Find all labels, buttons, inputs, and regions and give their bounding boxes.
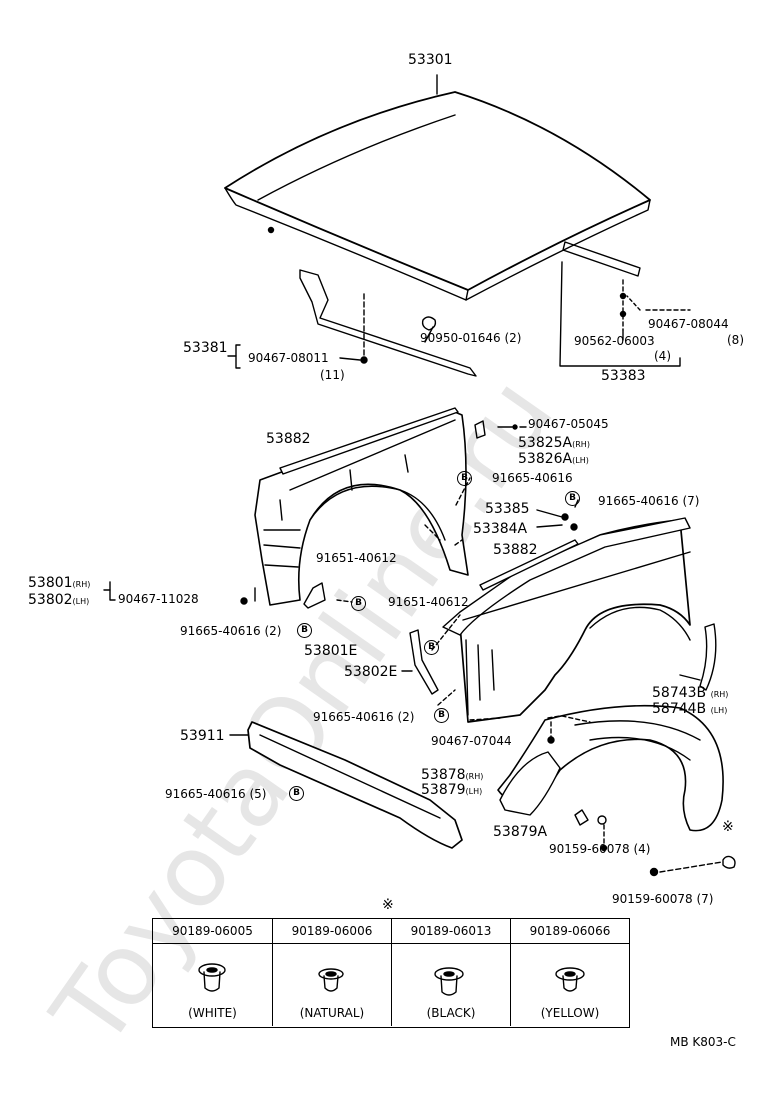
table-color: (NATURAL) <box>299 1006 365 1020</box>
hood-bumper-dot <box>267 226 275 234</box>
label-91665-40616-a: 91665-40616 <box>492 471 573 485</box>
label-53381: 53381 <box>183 340 228 356</box>
label-91651-40612-a: 91651-40612 <box>316 551 397 565</box>
table-color: (YELLOW) <box>540 1006 600 1020</box>
label-58743B: 58743B (RH) <box>652 685 729 701</box>
label-90950-01646: 90950-01646 (2) <box>420 331 522 345</box>
b-marker: B <box>289 786 304 801</box>
table-part-number: 90189-06005 <box>153 919 272 944</box>
label-90467-08011: 90467-08011 <box>248 351 329 365</box>
table-ref-mark: ※ <box>382 897 394 913</box>
seal-53802E <box>409 629 439 695</box>
fender-seal-top <box>279 407 459 475</box>
b-marker: B <box>424 640 439 655</box>
label-53802E: 53802E <box>344 664 398 680</box>
label-53385: 53385 <box>485 501 530 517</box>
label-90159-60078-7: 90159-60078 (7) <box>612 892 714 906</box>
label-90467-07044: 90467-07044 <box>431 734 512 748</box>
label-91651-40612-b: 91651-40612 <box>388 595 469 609</box>
clip-color-table: 90189-06005 (WHITE) 90189-06006 (NATURAL… <box>152 918 630 1028</box>
label-90562-qty: (4) <box>654 349 671 363</box>
clip-yellow <box>555 967 585 992</box>
table-color: (WHITE) <box>188 1006 237 1020</box>
label-90467-05045: 90467-05045 <box>528 417 609 431</box>
label-53826A: 53826A(LH) <box>518 451 589 467</box>
table-column: 90189-06066 (YELLOW) <box>510 919 629 1026</box>
fender-seal-mid <box>479 539 579 591</box>
table-part-number: 90189-06006 <box>273 919 391 944</box>
b-marker: B <box>565 491 580 506</box>
b-marker: B <box>297 623 312 638</box>
label-53384A: 53384A <box>473 521 528 537</box>
ref-mark: ※ <box>722 819 734 835</box>
label-53879: 53879(LH) <box>421 782 483 798</box>
table-column: 90189-06013 (BLACK) <box>391 919 510 1026</box>
label-91665-40616-2b: 91665-40616 (2) <box>313 710 415 724</box>
fender-panel-right <box>442 517 691 723</box>
label-53801: 53801(RH) <box>28 575 91 591</box>
seal-58743B <box>699 623 717 691</box>
label-53825A: 53825A(RH) <box>518 435 590 451</box>
label-91665-40616-5: 91665-40616 (5) <box>165 787 267 801</box>
clip-white <box>198 963 226 992</box>
label-53383: 53383 <box>601 368 646 384</box>
label-91665-40616-2a: 91665-40616 (2) <box>180 624 282 638</box>
label-53911: 53911 <box>180 728 225 744</box>
table-part-number: 90189-06066 <box>511 919 629 944</box>
label-53882-mid: 53882 <box>493 542 538 558</box>
hood-panel <box>224 74 651 301</box>
b-marker: B <box>351 596 366 611</box>
b-marker: B <box>434 708 449 723</box>
footer-code: MB K803-C <box>670 1035 736 1049</box>
label-90467-08044: 90467-08044 <box>648 317 729 331</box>
seal-53801E <box>303 582 326 609</box>
clip-natural <box>318 968 344 992</box>
b-marker: B <box>457 471 472 486</box>
label-58744B: 58744B (LH) <box>652 701 728 717</box>
clip-ref <box>722 855 736 869</box>
hood-seal-53383 <box>562 241 641 277</box>
label-91665-40616-7: 91665-40616 (7) <box>598 494 700 508</box>
label-53301: 53301 <box>408 52 453 68</box>
table-part-number: 90189-06013 <box>392 919 510 944</box>
grommet-90950 <box>421 316 437 331</box>
label-53802: 53802(LH) <box>28 592 90 608</box>
label-53801E: 53801E <box>304 643 358 659</box>
label-08044-qty: (8) <box>727 333 744 347</box>
label-90467-11028: 90467-11028 <box>118 592 199 606</box>
table-column: 90189-06005 (WHITE) <box>153 919 272 1026</box>
hood-support-53381 <box>299 269 477 377</box>
table-color: (BLACK) <box>426 1006 476 1020</box>
table-column: 90189-06006 (NATURAL) <box>272 919 391 1026</box>
liner-bracket-53879A <box>499 751 561 816</box>
clip-black <box>434 967 464 996</box>
clip-53879A <box>574 809 589 826</box>
label-53882-top: 53882 <box>266 431 311 447</box>
label-53879A: 53879A <box>493 824 548 840</box>
label-53878: 53878(RH) <box>421 767 484 783</box>
label-90159-60078-4: 90159-60078 (4) <box>549 842 651 856</box>
label-90562-06003: 90562-06003 <box>574 334 655 348</box>
label-08011-qty: (11) <box>320 368 345 382</box>
